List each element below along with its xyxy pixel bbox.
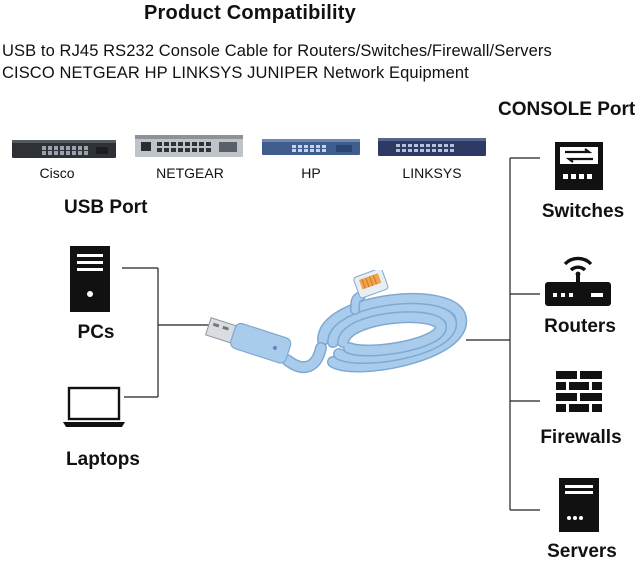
brand-label-linksys: LINKSYS — [402, 165, 462, 181]
console-cable-image — [205, 270, 468, 374]
switch-device-image — [378, 138, 486, 156]
pcs-label: PCs — [77, 322, 115, 343]
console-port-heading: CONSOLE Port — [498, 99, 636, 120]
firewalls-label: Firewalls — [540, 427, 622, 448]
subtitle-line-2: CISCO NETGEAR HP LINKSYS JUNIPER Network… — [2, 64, 469, 82]
usb-port-heading: USB Port — [64, 197, 148, 218]
brand-label-netgear: NETGEAR — [156, 165, 224, 181]
switch-device-image — [12, 140, 116, 158]
switch-device-image — [135, 135, 243, 157]
brand-label-hp: HP — [301, 165, 321, 181]
servers-label: Servers — [547, 541, 617, 561]
routers-label: Routers — [544, 316, 616, 337]
laptops-label: Laptops — [66, 449, 140, 470]
laptop-icon — [63, 386, 125, 427]
server-icon — [559, 478, 599, 532]
wifi-router-icon — [545, 256, 611, 306]
subtitle-line-1: USB to RJ45 RS232 Console Cable for Rout… — [2, 42, 552, 60]
switch-device-image — [262, 139, 360, 155]
pc-tower-icon — [70, 246, 110, 312]
firewall-brick-icon — [556, 371, 602, 412]
brand-label-cisco: Cisco — [39, 165, 75, 181]
switches-label: Switches — [541, 201, 625, 222]
network-switch-icon — [555, 142, 603, 190]
page-title: Product Compatibility — [144, 2, 356, 24]
